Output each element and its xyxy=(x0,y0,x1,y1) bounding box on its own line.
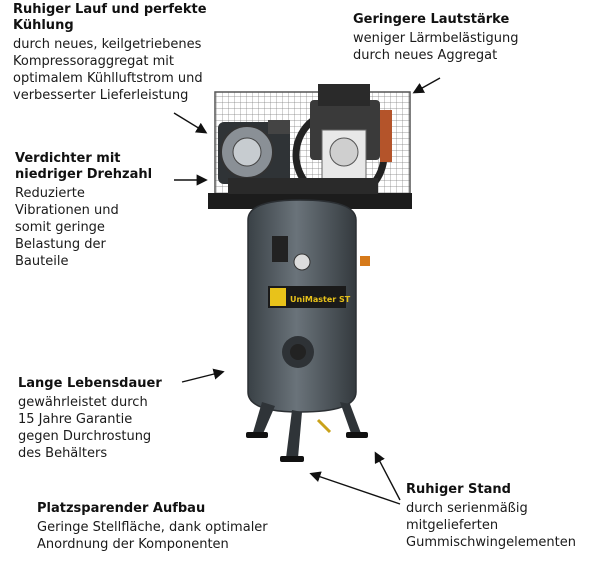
callout-lebensdauer: Lange Lebensdauer gewährleistet durch 15… xyxy=(18,376,208,462)
callout-text: durch serienmäßig mitgelieferten Gummisc… xyxy=(406,501,576,550)
product-label-text: UniMaster ST xyxy=(290,295,351,304)
callout-stand: Ruhiger Stand durch serienmäßig mitgelie… xyxy=(406,482,596,551)
callout-heading: Ruhiger Lauf und perfekte Kühlung xyxy=(13,2,207,33)
callout-heading: Ruhiger Stand xyxy=(406,482,511,497)
callout-kuehlung: Ruhiger Lauf und perfekte Kühlung durch … xyxy=(13,2,273,104)
rubber-mount xyxy=(246,432,268,438)
pointer-arrows xyxy=(173,77,441,505)
electric-motor xyxy=(218,120,290,184)
rubber-mount xyxy=(280,456,304,462)
callout-lautstaerke: Geringere Lautstärke weniger Lärmbelästi… xyxy=(353,12,593,64)
callout-text: Geringe Stellfläche, dank optimaler Anor… xyxy=(37,520,268,552)
compressor-pump xyxy=(292,84,392,203)
arrow-kuehlung xyxy=(173,112,208,134)
callout-aufbau: Platzsparender Aufbau Geringe Stellfläch… xyxy=(37,501,337,553)
callout-text: Reduzierte Vibrationen und somit geringe… xyxy=(15,186,119,269)
callout-heading: Platzsparender Aufbau xyxy=(37,501,206,516)
rubber-mount xyxy=(346,432,368,438)
arrow-lautstaerke xyxy=(412,77,441,94)
callout-heading: Verdichter mit niedriger Drehzahl xyxy=(15,151,153,182)
arrow-stand-1 xyxy=(374,451,401,501)
callout-text: durch neues, keilgetriebenes Kompressora… xyxy=(13,37,203,103)
callout-text: weniger Lärmbelästigung durch neues Aggr… xyxy=(353,31,519,63)
arrow-lebensdauer xyxy=(181,368,225,383)
callout-drehzahl: Verdichter mit niedriger Drehzahl Reduzi… xyxy=(15,151,185,270)
tank-legs xyxy=(246,402,368,462)
callout-heading: Geringere Lautstärke xyxy=(353,12,510,27)
arrow-stand-2 xyxy=(309,471,401,505)
callout-text: gewährleistet durch 15 Jahre Garantie ge… xyxy=(18,395,152,461)
product-label: UniMaster ST xyxy=(268,286,351,308)
callout-heading: Lange Lebensdauer xyxy=(18,376,162,391)
